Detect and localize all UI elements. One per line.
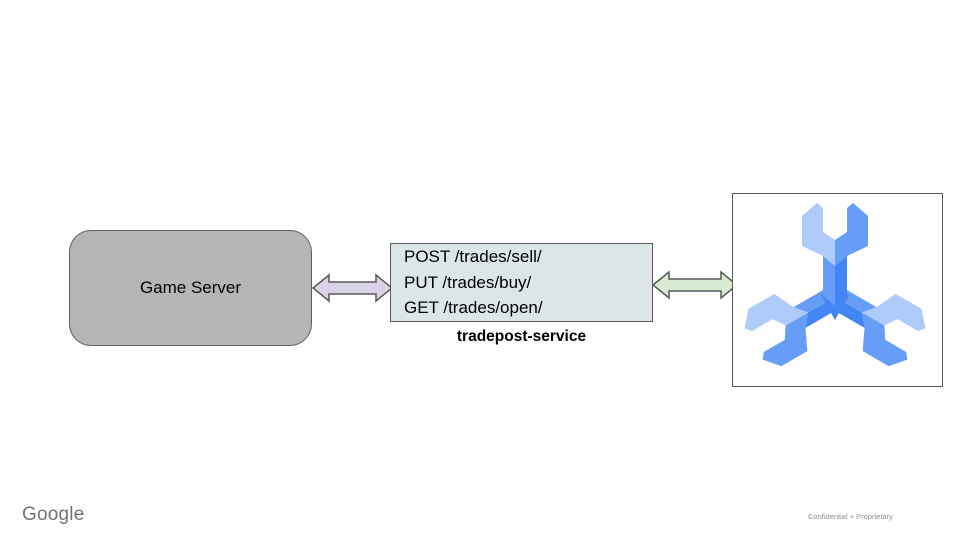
endpoint-line-get: GET /trades/open/: [404, 298, 543, 318]
arrow-shape: [652, 270, 738, 300]
spanner-arm-down-right: [827, 287, 926, 367]
cloud-spanner-icon: [744, 203, 926, 367]
game-server-node[interactable]: Game Server: [69, 230, 312, 346]
spanner-arm-top: [802, 203, 868, 306]
bidirectional-arrow-left[interactable]: [312, 273, 393, 303]
google-logo: Google: [22, 504, 85, 525]
arrow-shape: [312, 273, 393, 303]
spanner-logo-box[interactable]: [732, 193, 943, 387]
bidirectional-arrow-right[interactable]: [652, 270, 738, 300]
confidential-note: Confidential + Proprietary: [808, 512, 893, 521]
spanner-arm-down-left: [744, 287, 843, 367]
service-name-label: tradepost-service: [456, 328, 587, 345]
endpoint-line-put: PUT /trades/buy/: [404, 272, 532, 292]
endpoint-line-post: POST /trades/sell/: [404, 247, 542, 267]
tradepost-service-node[interactable]: POST /trades/sell/ PUT /trades/buy/ GET …: [390, 243, 653, 322]
game-server-label: Game Server: [139, 278, 242, 297]
